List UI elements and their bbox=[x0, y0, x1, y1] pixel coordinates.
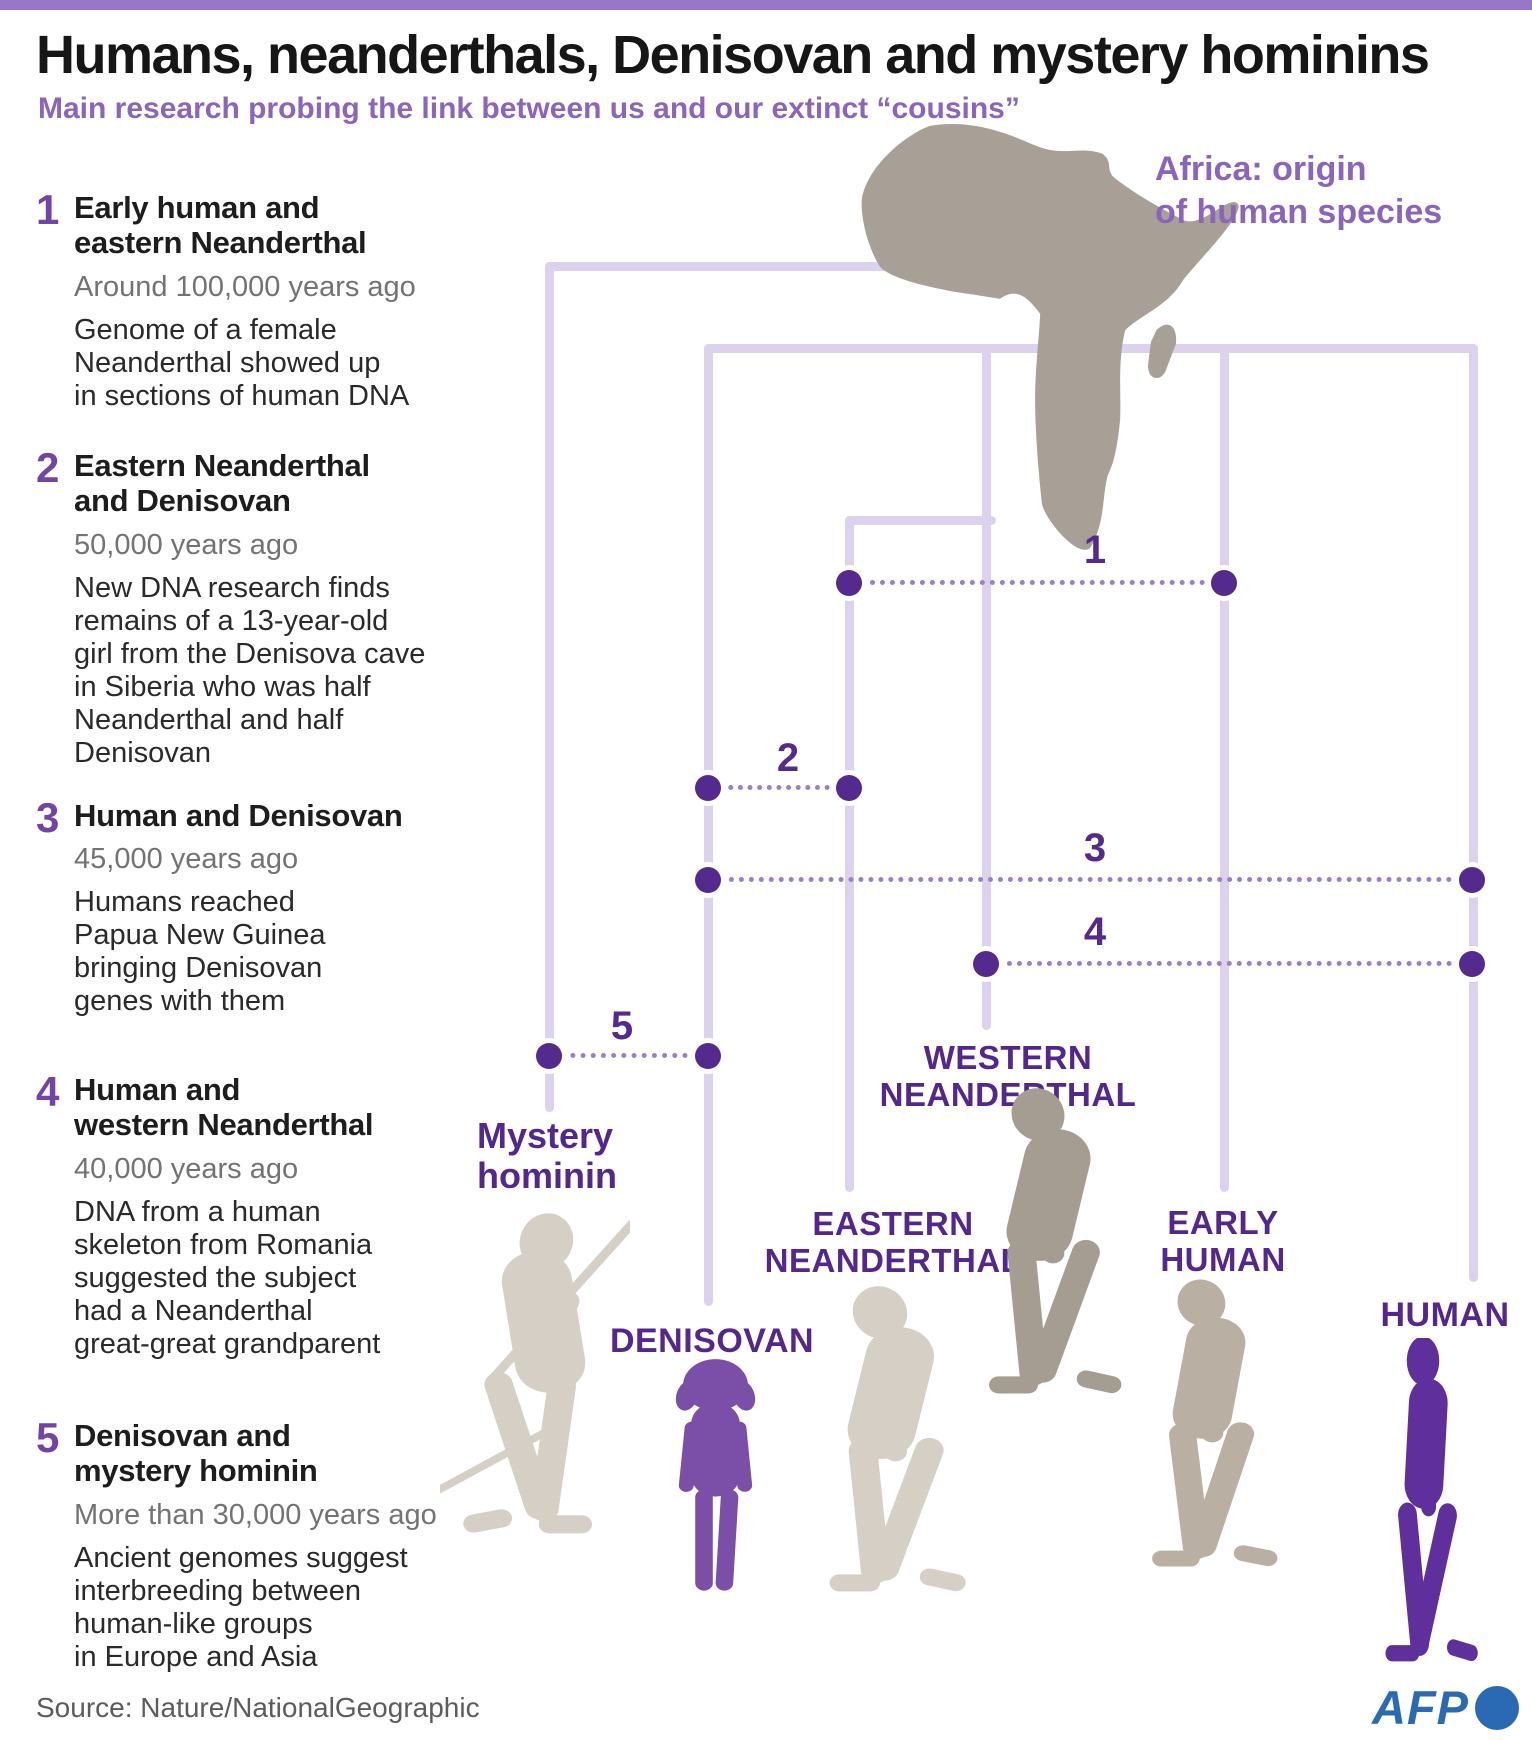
tree-trunk-denisovan bbox=[704, 344, 713, 1306]
event-body: New DNA research finds remains of a 13-y… bbox=[74, 571, 426, 769]
page-title: Humans, neanderthals, Denisovan and myst… bbox=[36, 25, 1430, 85]
connection-number-5: 5 bbox=[610, 1004, 634, 1048]
event-title: Eastern Neanderthal and Denisovan bbox=[74, 448, 370, 519]
connection-number-4: 4 bbox=[1083, 910, 1107, 954]
event-number: 2 bbox=[36, 444, 60, 491]
connection-dot bbox=[973, 951, 999, 977]
connection-dot bbox=[536, 1043, 562, 1069]
species-label-denisovan: DENISOVAN bbox=[609, 1322, 815, 1360]
event-number: 5 bbox=[36, 1414, 60, 1461]
tree-branch-mystery-top bbox=[545, 262, 1015, 271]
event-item-2: 2 Eastern Neanderthal and Denisovan 50,0… bbox=[36, 444, 472, 770]
tree-trunk-human bbox=[1469, 344, 1478, 1282]
source-text: Source: Nature/NationalGeographic bbox=[36, 1692, 480, 1723]
event-body: Genome of a female Neanderthal showed up… bbox=[74, 313, 410, 412]
connection-line-5 bbox=[550, 1053, 708, 1058]
connection-dot bbox=[1459, 867, 1485, 893]
connection-dot bbox=[695, 1043, 721, 1069]
connection-line-4 bbox=[987, 961, 1472, 966]
event-title: Human and western Neanderthal bbox=[74, 1072, 374, 1143]
top-accent-bar bbox=[0, 0, 1532, 10]
silhouette-human bbox=[1385, 1338, 1478, 1662]
connection-number-2: 2 bbox=[776, 736, 800, 780]
africa-caption: Africa: origin of human species bbox=[1155, 150, 1443, 231]
event-date: 50,000 years ago bbox=[74, 528, 299, 561]
connection-dot bbox=[1459, 951, 1485, 977]
page-subtitle: Main research probing the link between u… bbox=[38, 92, 1020, 125]
silhouette-early-human bbox=[1152, 1279, 1278, 1567]
silhouette-mystery-hominin bbox=[440, 1213, 630, 1534]
connection-dot bbox=[836, 775, 862, 801]
connection-line-1 bbox=[850, 580, 1225, 585]
event-item-4: 4 Human and western Neanderthal 40,000 y… bbox=[36, 1068, 472, 1361]
event-title: Human and Denisovan bbox=[74, 798, 403, 833]
africa-map bbox=[861, 124, 1239, 550]
silhouette-eastern-neanderthal bbox=[829, 1286, 966, 1592]
species-label-human: HUMAN bbox=[1380, 1296, 1510, 1334]
connection-dot bbox=[836, 570, 862, 596]
event-date: 40,000 years ago bbox=[74, 1152, 299, 1185]
connection-line-2 bbox=[709, 785, 849, 790]
event-item-1: 1 Early human and eastern Neanderthal Ar… bbox=[36, 186, 472, 413]
event-number: 3 bbox=[36, 794, 60, 841]
afp-logo-circle-icon bbox=[1475, 1685, 1519, 1730]
event-item-5: 5 Denisovan and mystery hominin More tha… bbox=[36, 1414, 472, 1674]
event-body: Humans reached Papua New Guinea bringing… bbox=[74, 886, 326, 1018]
event-body: Ancient genomes suggest interbreeding be… bbox=[74, 1541, 408, 1673]
species-label-early-human: EARLY HUMAN bbox=[1160, 1204, 1286, 1278]
tree-trunk-western bbox=[982, 344, 991, 1030]
tree-trunk-early-human bbox=[1220, 344, 1229, 1192]
event-date: Around 100,000 years ago bbox=[74, 270, 416, 303]
connection-dot bbox=[695, 867, 721, 893]
silhouette-western-neanderthal bbox=[989, 1088, 1122, 1394]
afp-logo: AFP bbox=[1372, 1680, 1519, 1735]
event-number: 1 bbox=[36, 186, 60, 233]
event-title: Early human and eastern Neanderthal bbox=[74, 190, 367, 261]
connection-line-3 bbox=[709, 877, 1472, 882]
species-label-mystery-hominin: Mystery hominin bbox=[477, 1115, 617, 1197]
event-title: Denisovan and mystery hominin bbox=[74, 1418, 318, 1489]
event-date: 45,000 years ago bbox=[74, 843, 299, 876]
afp-logo-text: AFP bbox=[1372, 1681, 1469, 1734]
connection-dot bbox=[695, 775, 721, 801]
event-body: DNA from a human skeleton from Romania s… bbox=[74, 1195, 381, 1360]
event-number: 4 bbox=[36, 1068, 60, 1115]
species-label-western-neanderthal: WESTERN NEANDERTHAL bbox=[879, 1039, 1137, 1113]
event-date: More than 30,000 years ago bbox=[74, 1498, 437, 1531]
species-label-eastern-neanderthal: EASTERN NEANDERTHAL bbox=[764, 1205, 1022, 1279]
silhouette-denisovan bbox=[675, 1359, 756, 1591]
connection-number-1: 1 bbox=[1083, 528, 1107, 572]
tree-branch-eastern-split bbox=[845, 516, 996, 525]
connection-dot bbox=[1211, 570, 1237, 596]
tree-trunk-eastern bbox=[845, 516, 854, 1192]
connection-number-3: 3 bbox=[1083, 826, 1107, 870]
tree-trunk-mystery bbox=[545, 262, 554, 1112]
event-item-3: 3 Human and Denisovan 45,000 years ago H… bbox=[36, 794, 472, 1019]
